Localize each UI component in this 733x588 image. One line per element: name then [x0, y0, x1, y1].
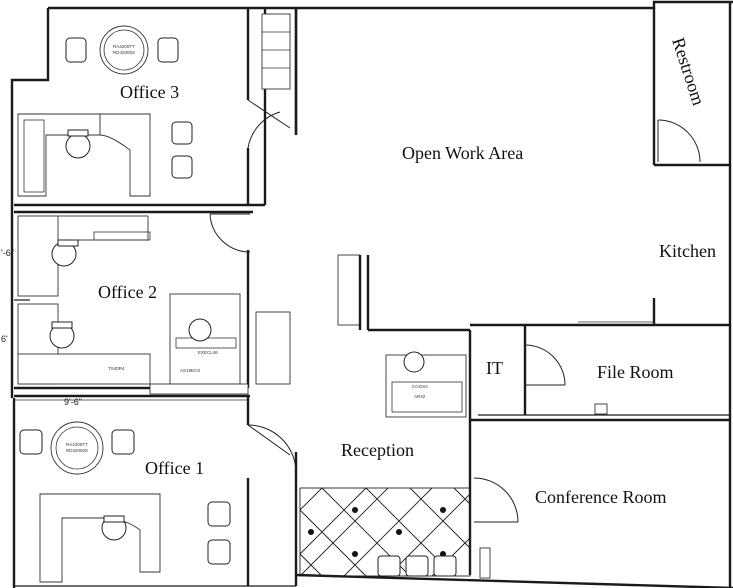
svg-text:RA4200TT: RA4200TT [66, 442, 88, 447]
office-2: EXECL46 AS19ECS TS40R4 [14, 210, 291, 390]
label-it: IT [486, 358, 503, 378]
label-office-2: Office 2 [98, 282, 157, 302]
label-conference-room: Conference Room [535, 487, 666, 507]
svg-text:EXECL46: EXECL46 [198, 350, 218, 355]
label-kitchen: Kitchen [659, 241, 716, 261]
label-restroom: Restroom [668, 35, 709, 108]
core-walls: COGS2 AR42 [294, 8, 730, 579]
svg-text:RD42000S: RD42000S [66, 448, 88, 453]
restroom-kitchen [578, 8, 730, 415]
svg-text:AS19ECS: AS19ECS [180, 368, 200, 373]
dimension-office2-lower: 6' [1, 334, 8, 344]
label-office-3: Office 3 [120, 82, 179, 102]
label-file-room: File Room [597, 362, 674, 382]
label-office-1: Office 1 [145, 458, 204, 478]
svg-text:TS40R4: TS40R4 [108, 366, 125, 371]
svg-text:RA4200TT: RA4200TT [113, 44, 135, 49]
room-labels: Office 3 Office 2 Office 1 Open Work Are… [98, 35, 716, 507]
dimensions: 9'-6" '-6" 6' [1, 248, 248, 407]
dimension-office2-upper: '-6" [1, 248, 14, 258]
label-reception: Reception [341, 440, 414, 460]
office-1: RA4200TT RD42000S [14, 383, 298, 586]
label-open-work-area: Open Work Area [402, 143, 523, 163]
office-3: RA4200TT RD42000S [14, 8, 291, 207]
exterior-walls [10, 0, 733, 588]
svg-text:AR42: AR42 [414, 394, 426, 399]
svg-text:COGS2: COGS2 [412, 384, 428, 389]
svg-text:RD42000S: RD42000S [113, 50, 135, 55]
dimension-office1-width: 9'-6" [64, 397, 82, 407]
